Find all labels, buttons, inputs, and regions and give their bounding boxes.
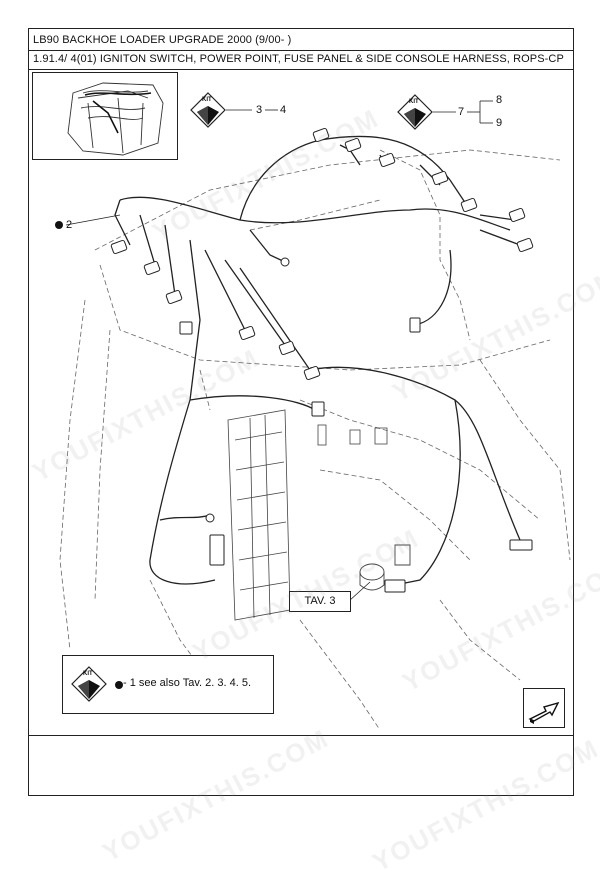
overview-thumbnail: [32, 72, 178, 160]
part-ref-2: 2: [66, 219, 73, 231]
cab-overview-drawing: [67, 82, 164, 156]
kit-leaders: [226, 100, 493, 124]
legend-box: KIT - 1 see also Tav. 2. 3. 4. 5.: [62, 655, 274, 714]
part-ref-3: 3: [256, 104, 263, 116]
kit-label: KIT: [409, 99, 419, 105]
part-ref-7: 7: [458, 106, 465, 118]
page-title: LB90 BACKHOE LOADER UPGRADE 2000 (9/00- …: [33, 34, 292, 46]
divider: [28, 735, 574, 736]
divider: [28, 50, 574, 51]
part-ref-8: 8: [496, 94, 503, 106]
tav-label: TAV. 3: [304, 595, 336, 607]
legend-note: - 1 see also Tav. 2. 3. 4. 5.: [123, 677, 251, 689]
arrow-icon: [528, 701, 560, 724]
drawing-frame: [28, 28, 574, 796]
leader-line: [65, 214, 121, 226]
leader-line: [348, 581, 371, 602]
cab-outline: [59, 149, 571, 731]
part-ref-4: 4: [280, 104, 287, 116]
page-subtitle: 1.91.4/ 4(01) IGNITON SWITCH, POWER POIN…: [33, 53, 564, 65]
tav-reference-box[interactable]: TAV. 3: [289, 591, 351, 612]
wiring-harness: [114, 135, 521, 586]
kit-icon: KIT: [190, 92, 226, 128]
small-fittings: [317, 424, 388, 446]
kit-icon: KIT: [71, 666, 107, 702]
next-page-button[interactable]: [523, 688, 565, 728]
divider: [28, 69, 574, 70]
kit-icon: KIT: [397, 94, 433, 130]
connectors: [110, 127, 534, 593]
ignition-switch: [359, 544, 411, 591]
harness-diagram: [55, 127, 571, 731]
part-ref-9: 9: [496, 117, 503, 129]
kit-label: KIT: [83, 671, 93, 677]
kit-label: KIT: [202, 97, 212, 103]
fuse-panel: [227, 409, 291, 621]
dot-marker: [115, 681, 123, 689]
dot-marker: [55, 221, 63, 229]
